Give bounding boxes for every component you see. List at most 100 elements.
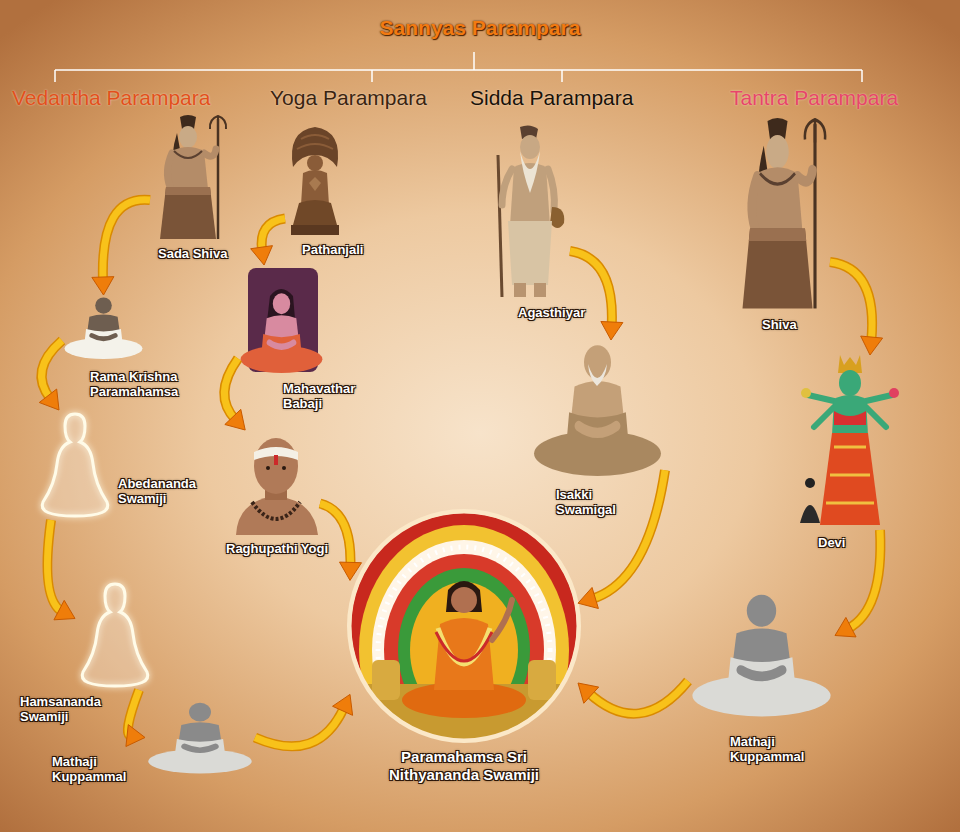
guru-node: Shiva xyxy=(730,118,830,310)
lineage-arrow xyxy=(830,262,883,355)
lineage-arrow xyxy=(570,251,623,340)
guru-name: Isakki Swamigal xyxy=(556,487,641,517)
raghupathi-portrait xyxy=(252,502,300,519)
lineage-arrow xyxy=(126,690,145,746)
devi-figure xyxy=(801,388,811,398)
agasthiyar-figure xyxy=(498,155,502,297)
pathanjali-statue xyxy=(301,170,329,205)
lineage-arrow-body xyxy=(830,262,872,341)
lineage-arrow xyxy=(92,200,150,295)
nithyananda-portrait xyxy=(348,510,580,775)
lineage-heading: Sidda Parampara xyxy=(470,86,633,110)
lineage-arrow-body xyxy=(588,681,688,714)
agasthiyar-figure xyxy=(520,151,540,193)
lineage-heading: Vedantha Parampara xyxy=(12,86,210,110)
isakki-photo xyxy=(534,345,661,476)
lineage-arrow-edge xyxy=(320,504,350,567)
devi-figure xyxy=(820,433,880,525)
lineage-arrow-body xyxy=(42,341,62,399)
sada-shiva-figure xyxy=(160,115,226,239)
guru-node: Paramahamsa Sri Nithyananda Swamiji xyxy=(350,512,578,740)
devi-figure xyxy=(826,447,874,503)
devi-figure xyxy=(834,411,866,425)
guru-name-text: Shiva xyxy=(762,317,797,332)
babaji-portrait xyxy=(241,293,323,373)
title-bracket xyxy=(861,70,863,82)
arrow-head xyxy=(251,246,273,265)
ramakrishna-photo xyxy=(64,297,142,359)
arrow-head xyxy=(126,725,145,747)
guru-node: Mahavathar Babaji xyxy=(238,265,325,375)
arrow-head xyxy=(333,694,353,715)
lineage-heading: Tantra Parampara xyxy=(730,86,898,110)
arrow-head xyxy=(578,587,598,608)
lineage-arrow xyxy=(578,681,688,714)
guru-name-text: Abedananda Swamiji xyxy=(118,476,213,506)
diagram-title: Sannyas Parampara xyxy=(0,16,960,40)
guru-name-text: Agasthiyar xyxy=(518,305,585,320)
agasthiyar-figure xyxy=(548,169,554,211)
devi-figure xyxy=(889,388,899,398)
guru-node: Pathanjali xyxy=(285,125,345,235)
guru-name: Mahavathar Babaji xyxy=(283,381,375,411)
guru-name: Raghupathi Yogi xyxy=(226,541,328,556)
lineage-arrow xyxy=(255,694,353,746)
guru-node: Mathaji Kuppammal xyxy=(688,590,835,720)
shiva-figure xyxy=(743,118,826,308)
devi-figure xyxy=(805,478,815,488)
lineage-arrow-edge xyxy=(47,520,62,612)
guru-node: Devi xyxy=(800,355,900,530)
nithyananda-portrait xyxy=(492,600,512,640)
raghupathi-portrait xyxy=(236,496,318,535)
arrow-head xyxy=(861,336,883,355)
lineage-arrow-body xyxy=(847,530,880,629)
hamsananda-silhouette xyxy=(82,584,148,686)
arrow-head xyxy=(578,683,599,703)
lineage-arrow-edge xyxy=(103,200,150,281)
lineage-arrow-body xyxy=(47,520,62,612)
lineage-arrow-edge xyxy=(42,341,62,399)
guru-name: Paramahamsa Sri Nithyananda Swamiji xyxy=(364,748,564,784)
pathanjali-statue xyxy=(291,127,339,235)
guru-name: Mathaji Kuppammal xyxy=(52,754,140,784)
lineage-arrow-body xyxy=(320,504,350,567)
nithyananda-portrait xyxy=(398,568,530,732)
lineage-arrow-edge xyxy=(224,359,238,420)
mathaji-photo xyxy=(692,595,830,717)
title-bracket xyxy=(54,70,56,82)
agasthiyar-figure xyxy=(550,207,564,228)
raghupathi-portrait xyxy=(274,455,278,465)
guru-node: Abedananda Swamiji xyxy=(35,410,115,520)
guru-name: Mathaji Kuppammal xyxy=(730,734,822,764)
guru-name-text: Devi xyxy=(818,535,845,550)
mathaji-photo xyxy=(148,703,251,774)
title-bracket xyxy=(371,70,373,82)
lineage-arrow xyxy=(224,359,245,431)
nithyananda-portrait xyxy=(347,509,581,775)
lineage-arrow-body xyxy=(103,200,150,281)
pathanjali-statue xyxy=(297,135,333,149)
raghupathi-portrait xyxy=(254,438,298,494)
guru-node: Sada Shiva xyxy=(150,115,230,240)
guru-name: Abedananda Swamiji xyxy=(118,476,213,506)
lineage-arrow-body xyxy=(255,707,344,746)
guru-node: Mathaji Kuppammal xyxy=(145,700,255,775)
guru-name-text: Raghupathi Yogi xyxy=(226,541,328,556)
guru-node: Isakki Swamigal xyxy=(530,340,665,480)
nithyananda-portrait xyxy=(436,632,492,661)
guru-name: Shiva xyxy=(762,317,797,332)
guru-node: Agasthiyar xyxy=(490,125,570,300)
guru-name-text: Pathanjali xyxy=(302,242,363,257)
nithyananda-portrait xyxy=(434,618,494,690)
guru-name: Sada Shiva xyxy=(158,246,227,261)
title-bracket xyxy=(55,69,862,71)
guru-node: Hamsananda Swamiji xyxy=(75,580,155,690)
guru-name: Hamsananda Swamiji xyxy=(20,694,115,724)
lineage-arrow-body xyxy=(591,470,665,599)
guru-name: Devi xyxy=(818,535,845,550)
devi-figure xyxy=(839,370,861,396)
devi-figure xyxy=(832,395,868,435)
lineage-arrow-edge xyxy=(591,470,665,599)
